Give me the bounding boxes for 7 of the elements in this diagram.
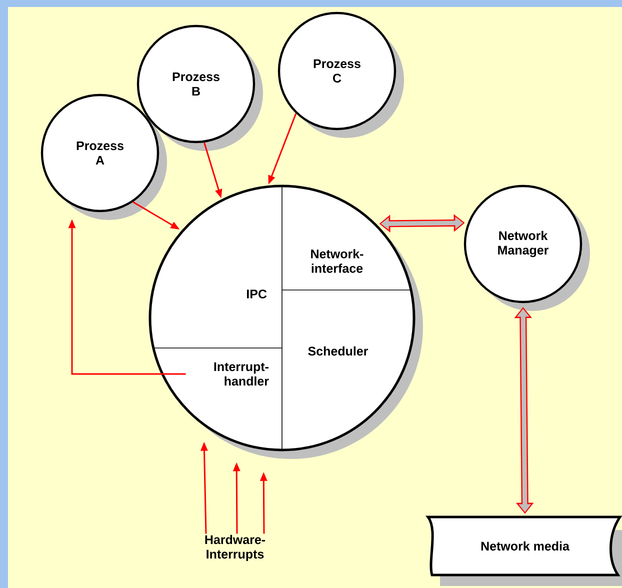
section-label: Network-interface [311,249,364,273]
section-label: Scheduler [308,346,368,356]
section-label: Hardware-Interrupts [205,534,266,562]
kernel-circle [148,184,423,459]
section-label: IPC [247,290,267,298]
media-banner: Network media [426,516,622,586]
section-label: Interrupt-handler [214,362,269,386]
